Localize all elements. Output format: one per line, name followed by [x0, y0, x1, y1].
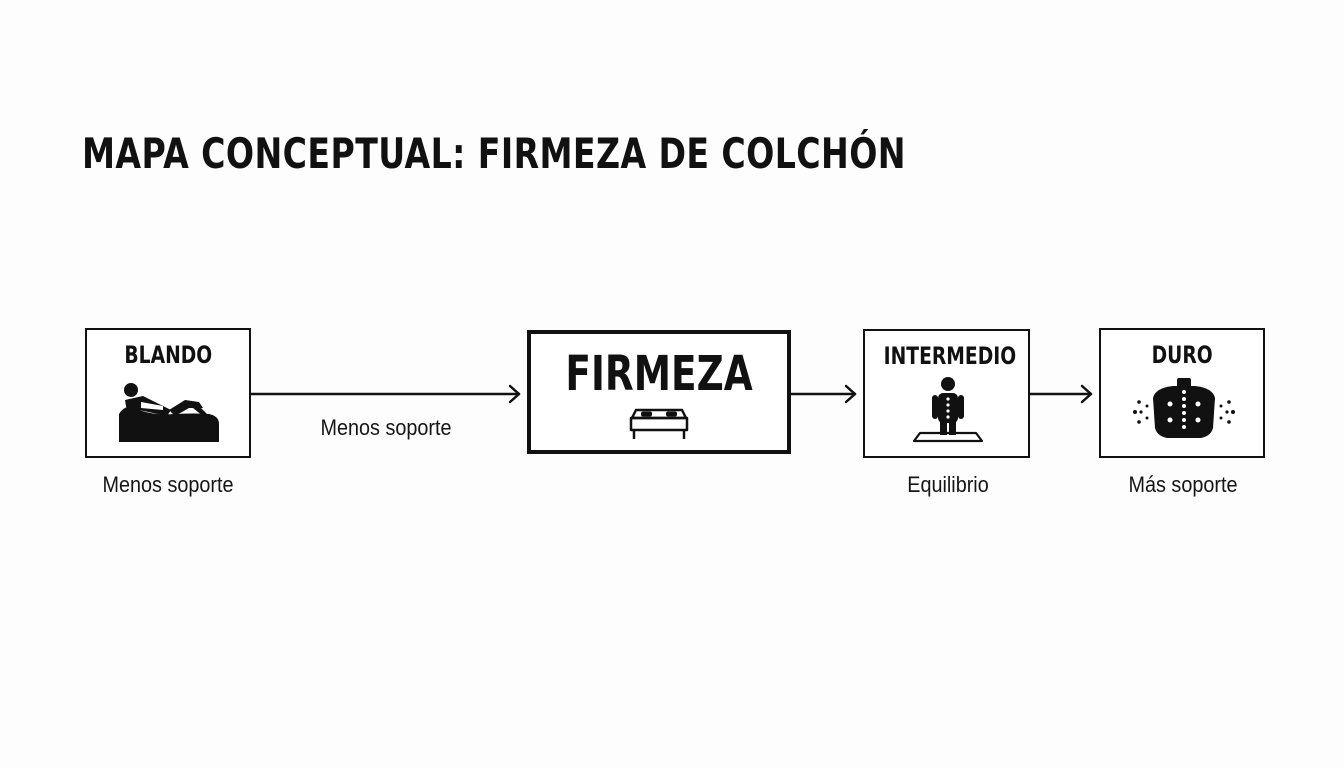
node-intermedio-label: INTERMEDIO: [883, 342, 1017, 370]
arrow-firmeza-to-intermedio: [789, 384, 857, 404]
person-reclining-on-soft-mattress-icon: [119, 383, 219, 442]
node-firmeza-label: FIRMEZA: [565, 346, 753, 402]
node-duro-caption: Más soporte: [1128, 472, 1238, 497]
node-firmeza: FIRMEZA: [527, 330, 791, 454]
node-blando-label: BLANDO: [124, 341, 212, 369]
diagram-title: MAPA CONCEPTUAL: FIRMEZA DE COLCHÓN: [82, 129, 906, 178]
node-blando: BLANDO: [85, 328, 251, 458]
node-duro: DURO: [1099, 328, 1265, 458]
node-blando-caption: Menos soporte: [102, 472, 234, 497]
arrow-blando-to-firmeza: [249, 384, 521, 404]
node-intermedio-caption: Equilibrio: [907, 472, 989, 497]
node-duro-label: DURO: [1151, 341, 1213, 369]
node-intermedio: INTERMEDIO: [863, 329, 1030, 458]
person-standing-on-mattress-icon: [912, 377, 984, 443]
spine-support-back-icon: [1133, 378, 1235, 438]
edge-label-blando-to-firmeza: Menos soporte: [320, 415, 452, 440]
arrow-intermedio-to-duro: [1028, 384, 1093, 404]
bed-icon: [629, 408, 689, 439]
